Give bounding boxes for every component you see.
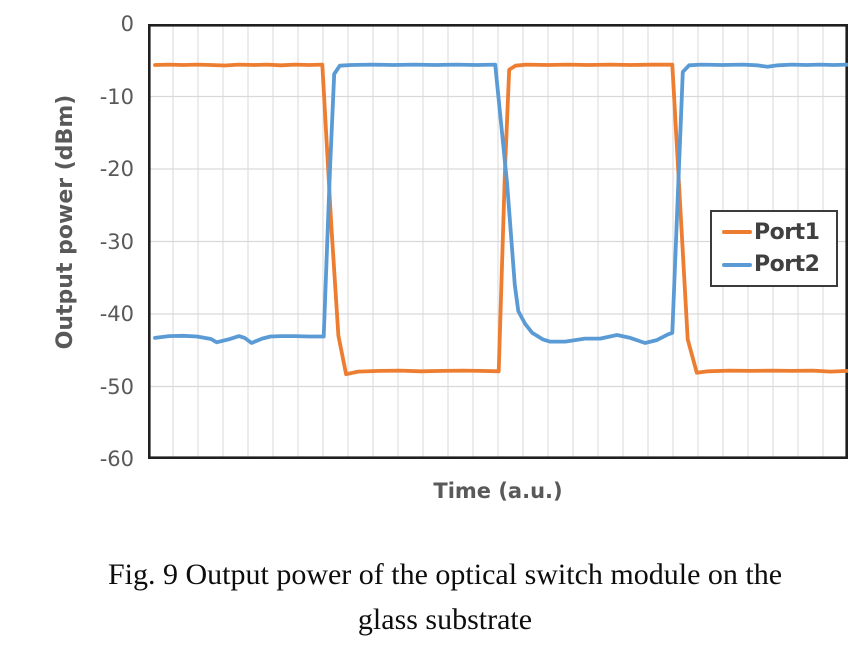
caption-line-1: Fig. 9 Output power of the optical switc… <box>107 558 783 591</box>
caption-line-2: glass substrate <box>357 603 533 636</box>
y-axis-title: Output power (dBm) <box>53 94 78 350</box>
figure-caption: Fig. 9 Output power of the optical switc… <box>18 552 865 642</box>
y-tick-label: -60 <box>99 447 134 471</box>
port2-line-swatch <box>722 262 752 267</box>
y-tick-label: 0 <box>120 12 134 36</box>
x-axis-title: Time (a.u.) <box>433 479 563 503</box>
y-tick-label: -50 <box>99 374 134 399</box>
legend-label-port1: Port1 <box>754 219 820 245</box>
y-tick-label: -30 <box>99 229 134 254</box>
y-tick-label: -40 <box>99 302 134 326</box>
y-tick-label: -10 <box>99 84 134 109</box>
y-tick-label: -20 <box>99 157 134 181</box>
legend-item-port1: Port1 <box>722 220 836 245</box>
legend: Port1 Port2 <box>710 210 838 287</box>
legend-label-port2: Port2 <box>754 252 820 278</box>
port1-line-swatch <box>722 230 752 235</box>
legend-item-port2: Port2 <box>722 252 836 277</box>
